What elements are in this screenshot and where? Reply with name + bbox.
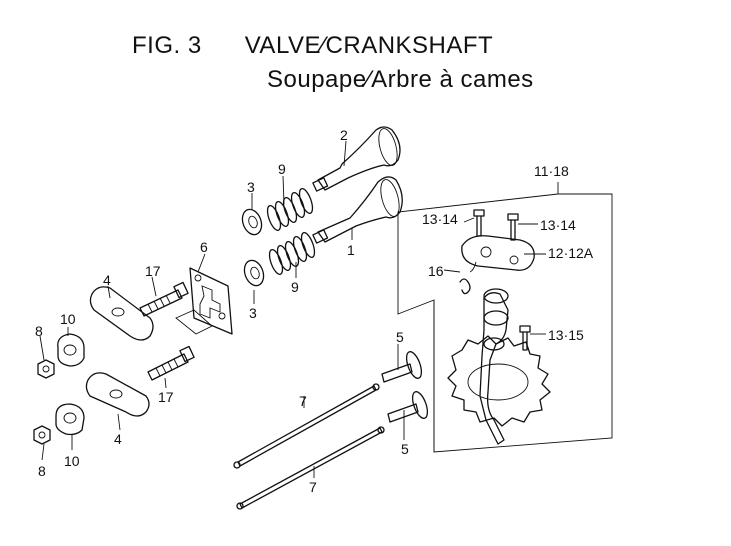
figure-title: FIG. 3 VALVE∕CRANKSHAFT: [132, 32, 493, 60]
governor-spring: [459, 278, 471, 295]
governor-screw-right: [507, 213, 519, 241]
callout-13-15: 13·15: [548, 327, 584, 343]
figure-number: FIG. 3: [132, 32, 202, 59]
tappet-upper: [381, 351, 423, 383]
valve-spring-upper: [266, 188, 314, 231]
spring-retainer-lower: [243, 259, 265, 287]
spring-retainer-upper: [241, 208, 263, 236]
callout-10-upper: 10: [60, 311, 76, 327]
callout-17-lower: 17: [158, 389, 174, 405]
callout-13-14-right: 13·14: [540, 217, 576, 233]
callout-7-upper: 7: [299, 393, 307, 409]
callout-5-upper: 5: [396, 329, 404, 345]
callout-9-lower: 9: [291, 279, 299, 295]
callout-10-lower: 10: [64, 453, 80, 469]
callouts: 2 9 3 1 3 9 6 17 4 10 8 17 4 10 8 7 7 5 …: [35, 127, 594, 495]
lock-nut-lower: [33, 425, 51, 445]
callout-3-upper: 3: [247, 179, 255, 195]
leader-lines: [39, 140, 546, 478]
callout-5-lower: 5: [401, 441, 409, 457]
rocker-cap-lower: [55, 403, 85, 436]
callout-6: 6: [200, 239, 208, 255]
callout-17-upper: 17: [145, 263, 161, 279]
rocker-stud-upper: [139, 281, 189, 317]
callout-7-lower: 7: [309, 479, 317, 495]
cam-gear-screw: [519, 325, 531, 351]
callout-4-lower: 4: [114, 431, 122, 447]
callout-9-upper: 9: [278, 161, 286, 177]
exhaust-valve: [312, 126, 401, 192]
rocker-arm-upper: [89, 286, 154, 341]
figure-name: VALVE∕CRANKSHAFT: [244, 32, 494, 59]
governor-screw-left: [473, 209, 485, 237]
rocker-arm-lower: [85, 372, 150, 417]
rocker-guide-plate: [175, 267, 233, 335]
lock-nut-upper: [37, 359, 55, 379]
callout-8-lower: 8: [38, 463, 46, 479]
valve-spring-lower: [268, 232, 316, 275]
cam-gear: [447, 335, 551, 427]
figure-subtitle: Soupape∕Arbre à cames: [267, 66, 534, 93]
callout-8-upper: 8: [35, 323, 43, 339]
callout-11-18: 11·18: [534, 163, 569, 179]
callout-4-upper: 4: [103, 272, 111, 288]
callout-16: 16: [428, 263, 444, 279]
push-rod-lower: [236, 426, 385, 510]
intake-valve: [312, 176, 403, 244]
callout-2: 2: [340, 127, 348, 143]
callout-3-lower: 3: [249, 305, 257, 321]
callout-13-14-left: 13·14: [422, 211, 458, 227]
callout-1: 1: [347, 242, 355, 258]
callout-12-12a: 12·12A: [548, 245, 594, 261]
governor-weight-plate: [461, 235, 535, 273]
push-rod-upper: [233, 383, 380, 469]
rocker-cap-upper: [57, 333, 85, 367]
rocker-stud-lower: [147, 345, 195, 381]
tappet-lower: [387, 391, 429, 423]
